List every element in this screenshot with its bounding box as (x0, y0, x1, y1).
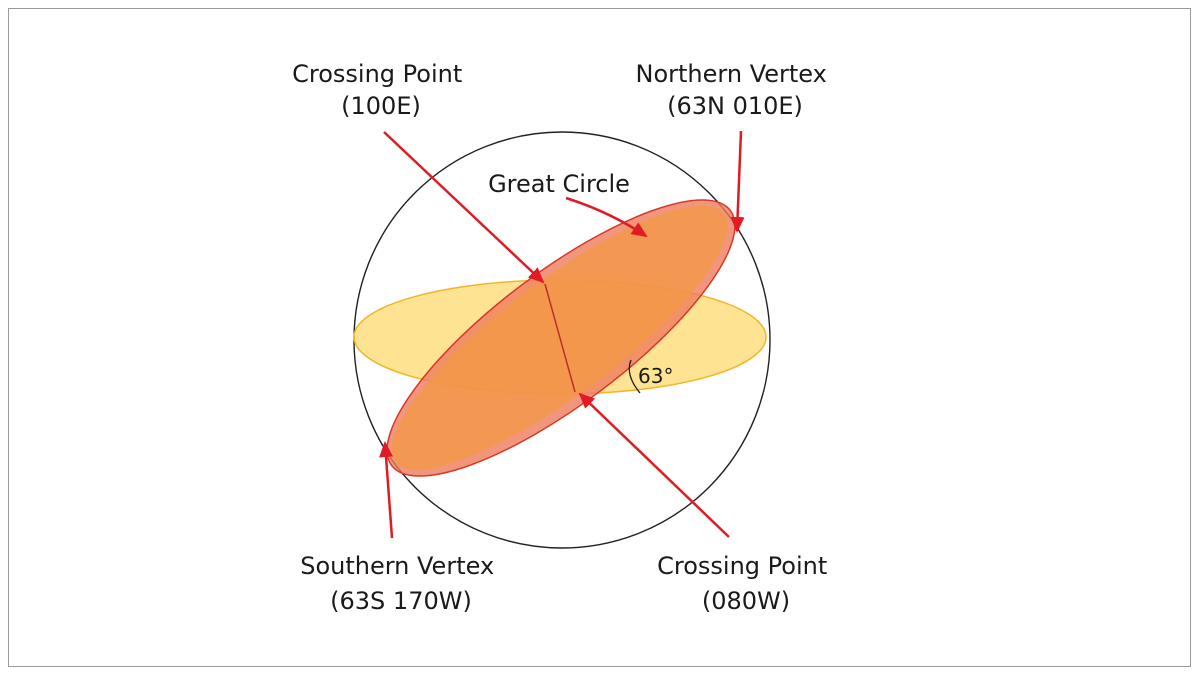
great-circle-label: Great Circle (488, 170, 630, 198)
crossing-point-west-coord: (080W) (702, 587, 790, 615)
angle-arc (628, 359, 641, 394)
arrow-crossing-point-west (578, 392, 730, 538)
arrow-northern-vertex (730, 130, 745, 233)
southern-vertex-title: Southern Vertex (300, 552, 494, 580)
line-of-nodes (544, 283, 576, 393)
arrow-great-circle (565, 196, 648, 238)
angle-label: 63° (638, 364, 673, 388)
southern-vertex-label: Southern Vertex (63S 170W) (300, 552, 502, 615)
arrow-southern-vertex (379, 441, 394, 539)
plane-overlap (387, 199, 735, 477)
crossing-point-east-label: Crossing Point (100E) (292, 60, 470, 120)
crossing-point-east-title: Crossing Point (292, 60, 462, 88)
northern-vertex-coord: (63N 010E) (667, 92, 803, 120)
crossing-point-west-label: Crossing Point (080W) (657, 552, 835, 615)
northern-vertex-label: Northern Vertex (63N 010E) (636, 60, 835, 120)
northern-vertex-title: Northern Vertex (636, 60, 827, 88)
southern-vertex-coord: (63S 170W) (330, 587, 472, 615)
arrow-crossing-point-east (383, 131, 545, 284)
crossing-point-east-coord: (100E) (341, 92, 421, 120)
crossing-point-west-title: Crossing Point (657, 552, 827, 580)
